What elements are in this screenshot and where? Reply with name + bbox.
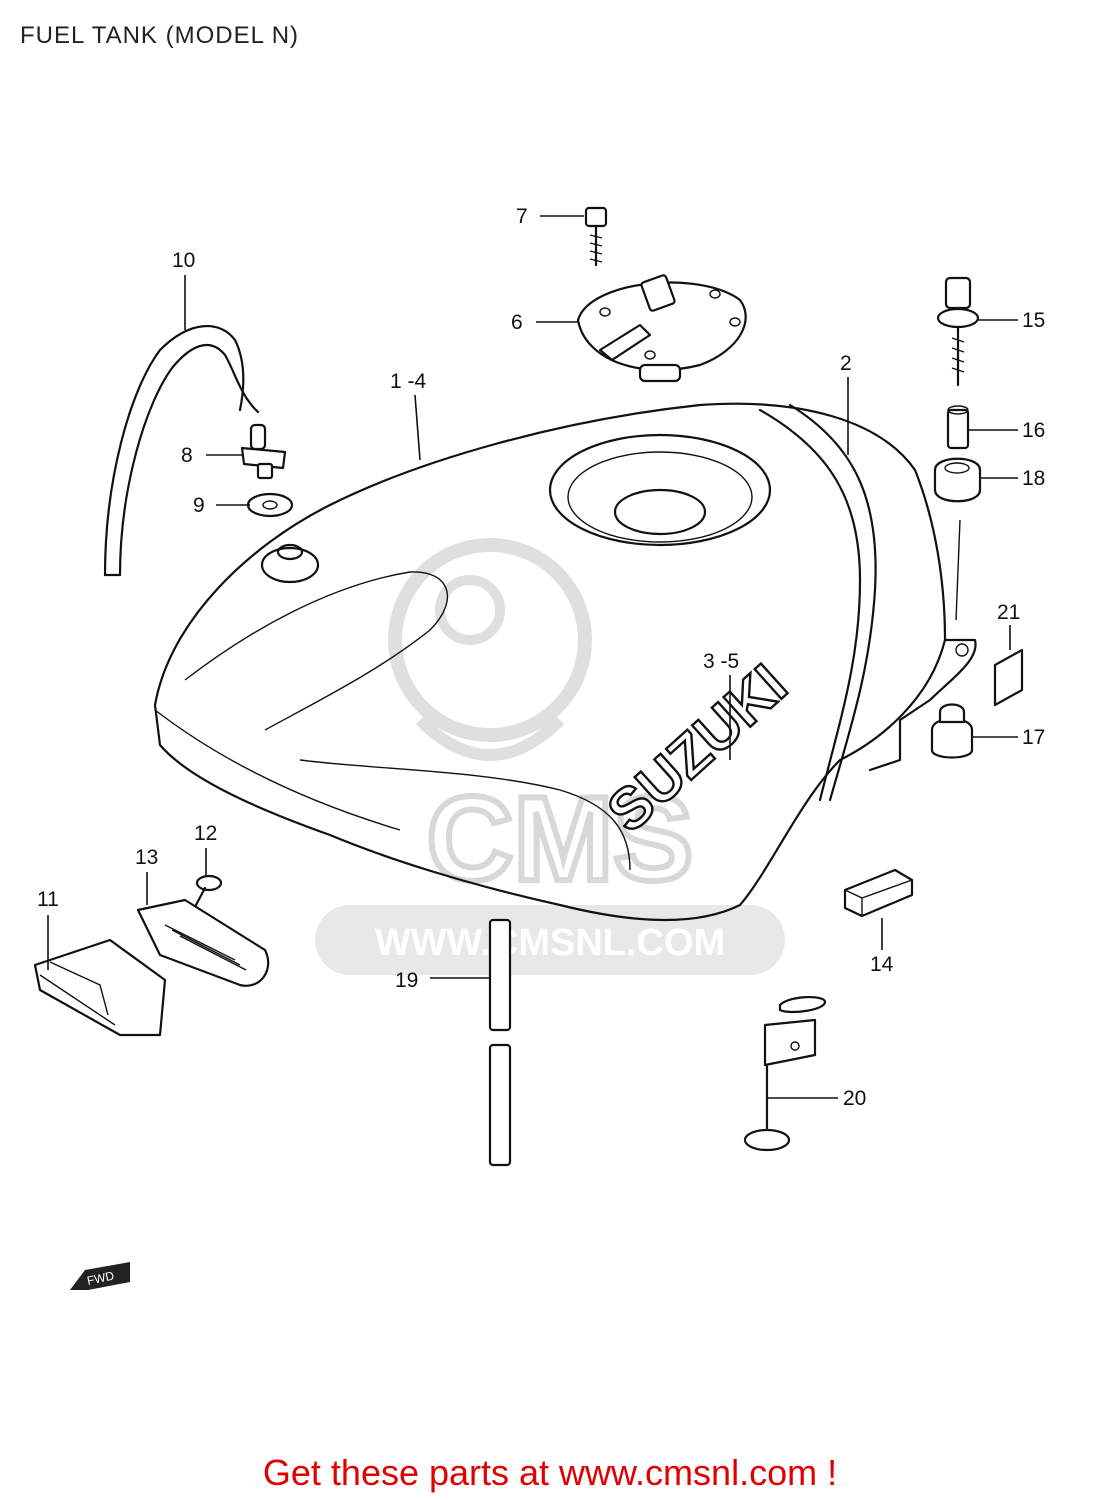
hose-fitting	[240, 423, 287, 480]
washer	[246, 492, 294, 518]
callout-8: 8	[181, 444, 193, 467]
callout-13: 13	[135, 846, 158, 869]
callout-labels: 1 -4 2 3 -5 6 7 8 9 10 11 12 13 14 15 16…	[37, 205, 1045, 1110]
watermark-url-band	[315, 905, 785, 975]
callout-20: 20	[843, 1087, 866, 1110]
page-title: FUEL TANK (MODEL N)	[20, 22, 300, 49]
mount-bolt	[936, 276, 980, 387]
rear-cushion	[136, 898, 270, 987]
fuel-cap	[576, 274, 747, 383]
callout-18: 18	[1022, 467, 1045, 490]
callout-3-5: 3 -5	[703, 650, 739, 673]
callout-15: 15	[1022, 309, 1045, 332]
fwd-marker-label: FWD	[86, 1268, 116, 1287]
breather-hose	[103, 325, 260, 577]
watermark-mascot-head	[388, 538, 592, 742]
callout-7: 7	[516, 205, 528, 228]
callout-19: 19	[395, 969, 418, 992]
mount-cushion	[930, 703, 974, 759]
callout-21: 21	[997, 601, 1020, 624]
callout-6: 6	[511, 311, 523, 334]
tank-bracket	[33, 938, 167, 1037]
tank-logo: SUZUKI	[595, 652, 799, 845]
callout-1-4: 1 -4	[390, 370, 427, 393]
cushion-screw	[194, 874, 223, 907]
callout-16: 16	[1022, 419, 1045, 442]
watermark-url: WWW.CMSNL.COM	[375, 922, 725, 964]
watermark-brand: CMS	[427, 772, 694, 906]
callout-2: 2	[840, 352, 852, 375]
callout-12: 12	[194, 822, 217, 845]
footer-promo-link[interactable]: Get these parts at www.cmsnl.com !	[262, 1452, 838, 1493]
rod-holder	[743, 996, 827, 1152]
callout-10: 10	[172, 249, 195, 272]
prop-rod	[488, 918, 512, 1167]
spacer-collar	[946, 405, 970, 450]
callout-14: 14	[870, 953, 894, 976]
callout-11: 11	[37, 888, 59, 911]
caution-label	[993, 648, 1024, 707]
grommet	[933, 457, 982, 503]
pad-block	[843, 868, 914, 918]
callout-9: 9	[193, 494, 205, 517]
fwd-arrow-icon: FWD	[70, 1262, 130, 1290]
watermark: CMS WWW.CMSNL.COM	[315, 538, 785, 975]
callout-17: 17	[1022, 726, 1045, 749]
cap-screw	[584, 206, 608, 267]
